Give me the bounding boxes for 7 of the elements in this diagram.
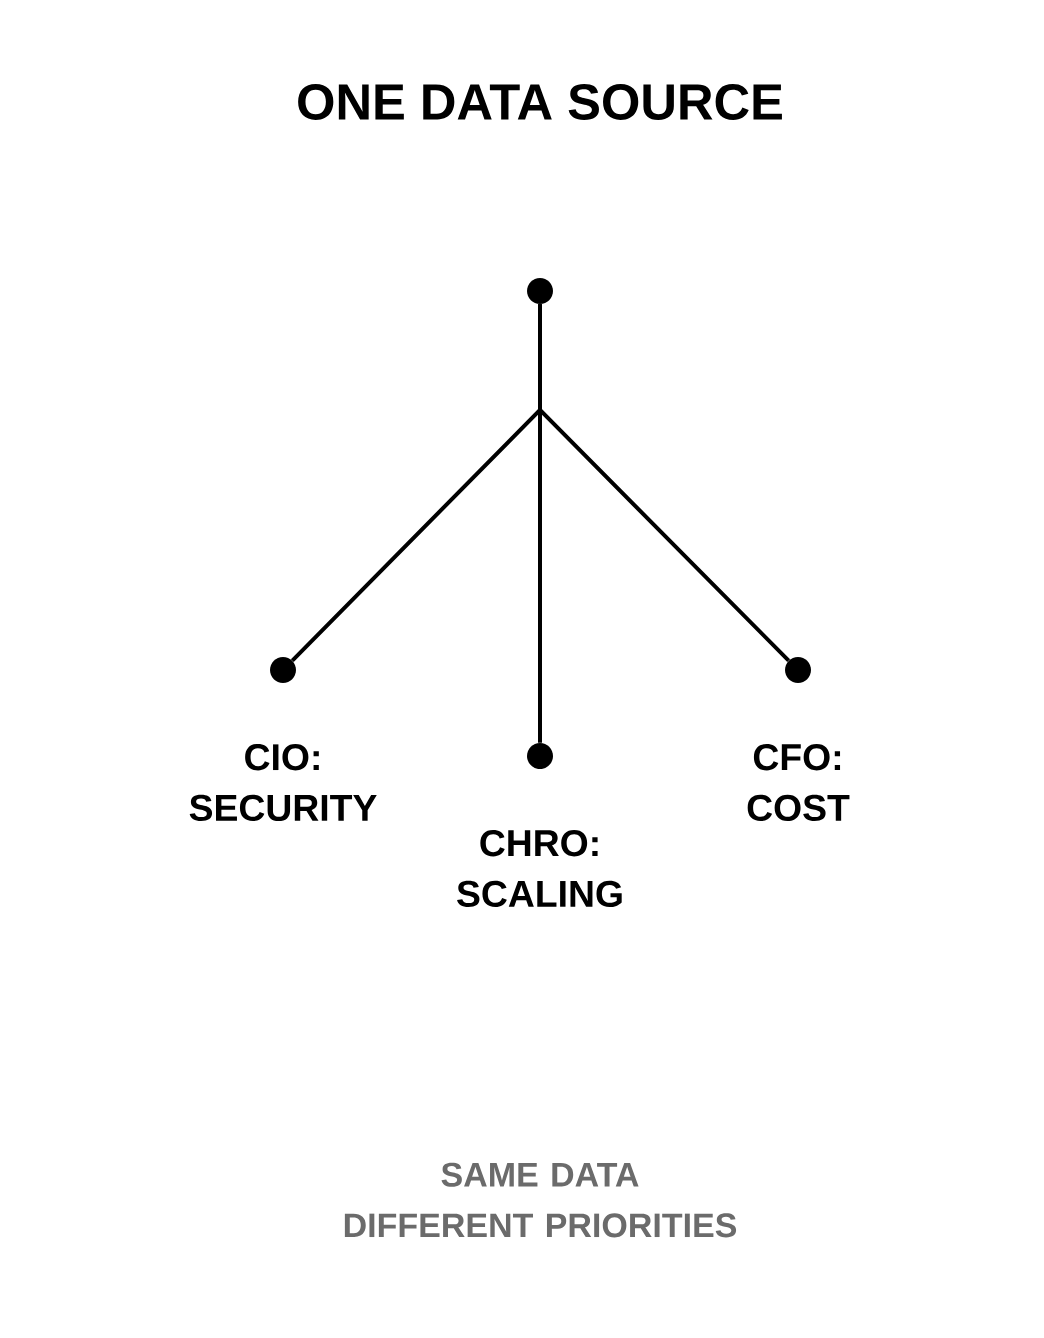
connector-line	[538, 304, 791, 662]
caption: SAME DATA DIFFERENT PRIORITIES	[344, 1162, 737, 1238]
dot	[527, 278, 553, 304]
node-label: CIO: SECURITY	[189, 744, 377, 822]
node-label: CFO: COST	[747, 744, 850, 822]
node-label: CHRO: SCALING	[457, 830, 622, 908]
title: ONE DATA SOURCE	[298, 84, 782, 120]
